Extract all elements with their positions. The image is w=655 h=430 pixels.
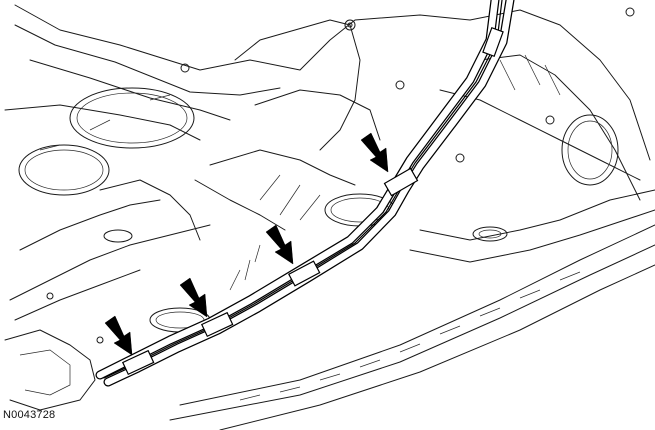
clip-top — [482, 26, 504, 58]
callout-arrows — [104, 132, 389, 356]
clip-3 — [200, 311, 234, 338]
line-clips — [121, 26, 504, 376]
clip-4 — [121, 349, 155, 376]
floor-pan-outline — [4, 4, 655, 430]
callout-arrow-4 — [104, 315, 133, 356]
callout-arrow-2 — [265, 224, 294, 265]
clip-2 — [288, 260, 321, 287]
fuel-line-bundle — [95, 0, 515, 387]
figure-id-label: N0043728 — [3, 409, 56, 421]
callout-arrow-3 — [179, 277, 208, 318]
clip-1 — [383, 167, 419, 197]
callout-arrow-1 — [360, 132, 389, 173]
